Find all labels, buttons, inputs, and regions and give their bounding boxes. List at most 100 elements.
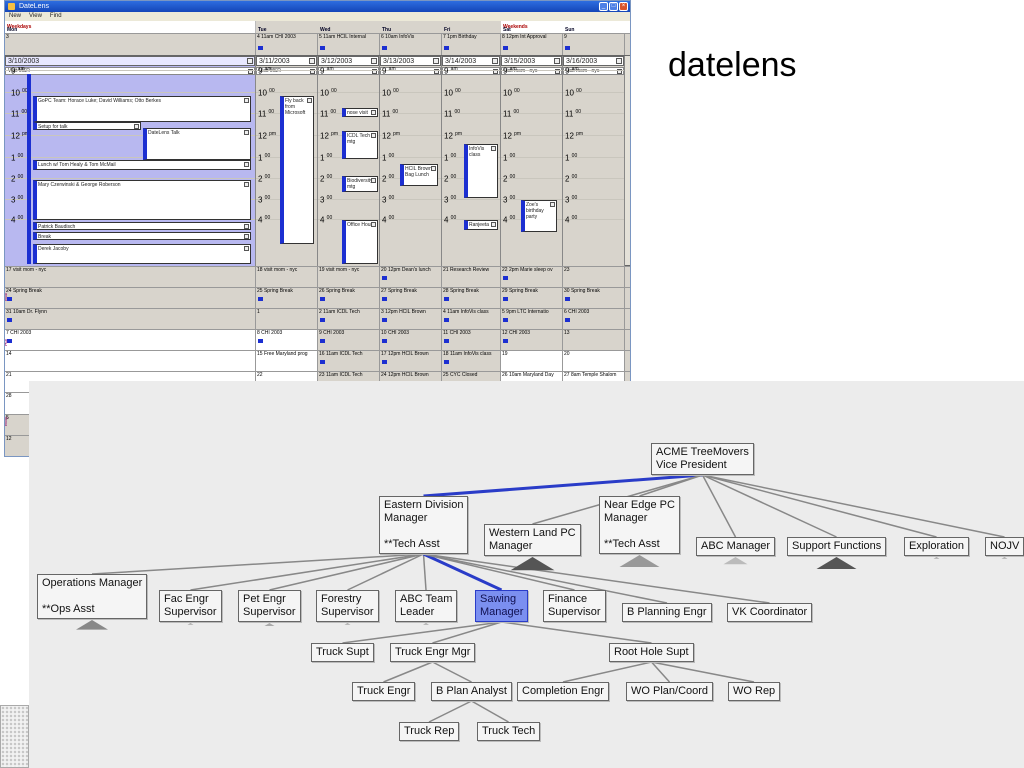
day-cell[interactable]: 18 visit mom - nyc xyxy=(256,267,318,287)
day-header[interactable]: Wed xyxy=(320,27,331,33)
expand-toggle[interactable] xyxy=(493,69,498,74)
tree-node-vk[interactable]: VK Coordinator xyxy=(727,603,813,622)
day-cell[interactable]: 18 11am InfoVis class xyxy=(442,351,501,371)
day-cell[interactable]: 15 Free Maryland prog xyxy=(256,351,318,371)
event-expand-toggle[interactable] xyxy=(244,130,249,135)
day-cell[interactable]: 23 xyxy=(563,267,625,287)
collapsed-subtree-indicator[interactable] xyxy=(423,623,429,625)
day-cell[interactable]: 9 CHI 2003 xyxy=(318,330,380,350)
tree-node-abc-mgr[interactable]: ABC Manager xyxy=(696,537,776,556)
close-button[interactable]: × xyxy=(619,2,628,11)
tree-node-bplan-analyst[interactable]: B Plan Analyst xyxy=(431,682,512,701)
day-cell[interactable]: 3 12pm HCIL Brown xyxy=(380,309,442,329)
collapsed-subtree-indicator[interactable] xyxy=(619,555,660,567)
tree-node-abc-team[interactable]: ABC Team Leader xyxy=(395,590,458,622)
day-date-header[interactable]: 3/14/2003 xyxy=(442,56,500,66)
event-expand-toggle[interactable] xyxy=(371,110,376,115)
day-cell[interactable]: 19 visit mom - nyc xyxy=(318,267,380,287)
calendar-event[interactable]: GoPC Team: Horace Luke; David Williams; … xyxy=(33,96,251,122)
day-cell[interactable]: 7 1pm Birthday xyxy=(442,34,501,55)
event-expand-toggle[interactable] xyxy=(371,178,376,183)
event-expand-toggle[interactable] xyxy=(244,234,249,239)
day-cell[interactable]: 17 visit mom - nyc xyxy=(5,267,256,287)
collapsed-subtree-indicator[interactable] xyxy=(723,557,748,565)
day-date-header[interactable]: 3/12/2003 xyxy=(318,56,379,66)
weekdays-header[interactable]: Weekdays xyxy=(5,21,256,33)
event-expand-toggle[interactable] xyxy=(244,224,249,229)
day-cell[interactable]: 8 CHI 2003 xyxy=(256,330,318,350)
tree-node-western[interactable]: Western Land PC Manager xyxy=(484,524,581,556)
calendar-event[interactable]: Break xyxy=(33,232,251,240)
maximize-button[interactable]: □ xyxy=(609,2,618,11)
event-expand-toggle[interactable] xyxy=(134,124,139,129)
calendar-event[interactable]: nose visit xyxy=(342,108,378,117)
expand-toggle[interactable] xyxy=(371,58,377,64)
day-cell[interactable]: 13 xyxy=(563,330,625,350)
tree-node-root-hole[interactable]: Root Hole Supt xyxy=(609,643,694,662)
day-cell[interactable]: 12 CHI 2003 xyxy=(501,330,563,350)
day-cell[interactable]: 10 CHI 2003 xyxy=(380,330,442,350)
event-expand-toggle[interactable] xyxy=(431,166,436,171)
day-allday-event[interactable] xyxy=(442,67,500,75)
day-header[interactable]: Thu xyxy=(382,27,392,33)
tree-node-exploration[interactable]: Exploration xyxy=(904,537,970,556)
expand-toggle[interactable] xyxy=(372,69,377,74)
day-cell[interactable]: 25 Spring Break xyxy=(256,288,318,308)
day-cell[interactable]: 8 12pm Int Approval xyxy=(501,34,563,55)
day-cell[interactable]: 4 11am CHI 2003 xyxy=(256,34,318,55)
tree-node-truck-engr-mgr[interactable]: Truck Engr Mgr xyxy=(390,643,476,662)
day-cell[interactable]: 7 CHI 2003 xyxy=(5,330,256,350)
tree-node-truck-tech[interactable]: Truck Tech xyxy=(477,722,541,741)
expand-toggle[interactable] xyxy=(247,58,253,64)
calendar-event[interactable]: Fly back from Microsoft xyxy=(280,96,314,244)
tree-node-root[interactable]: ACME TreeMovers Vice President xyxy=(651,443,754,475)
day-header[interactable]: Mon xyxy=(7,27,18,33)
weekends-header[interactable]: Weekends xyxy=(501,21,630,33)
calendar-event[interactable]: Office Hours xyxy=(342,220,378,264)
tree-node-nojv[interactable]: NOJV xyxy=(985,537,1024,556)
day-cell[interactable]: 19 xyxy=(501,351,563,371)
day-cell[interactable]: 2 11am ICDL Tech xyxy=(318,309,380,329)
day-cell[interactable]: 24 Spring Break xyxy=(5,288,256,308)
collapsed-subtree-indicator[interactable] xyxy=(264,623,275,626)
calendar-event[interactable]: ICDL Tech mtg xyxy=(342,131,378,159)
day-cell[interactable]: 1 xyxy=(256,309,318,329)
day-cell[interactable]: 14 xyxy=(5,351,256,371)
calendar-event[interactable]: Derek Jacoby xyxy=(33,244,251,264)
day-allday-event[interactable]: Visit MSR xyxy=(256,67,317,75)
event-expand-toggle[interactable] xyxy=(307,98,312,103)
calendar-event[interactable]: DateLens Talk xyxy=(143,128,251,160)
collapsed-subtree-indicator[interactable] xyxy=(187,623,194,625)
day-header[interactable]: Sun xyxy=(565,27,575,33)
calendar-event[interactable]: Mary Czerwinski & George Roberson xyxy=(33,180,251,220)
day-cell[interactable]: 16 11am ICDL Tech xyxy=(318,351,380,371)
day-header[interactable]: Tue xyxy=(258,27,267,33)
tree-node-eastern[interactable]: Eastern Division Manager **Tech Asst xyxy=(379,496,469,554)
expand-toggle[interactable] xyxy=(554,58,560,64)
day-allday-event[interactable]: visit mom - nyc xyxy=(563,67,624,75)
day-date-header[interactable]: 3/16/2003 xyxy=(563,56,624,66)
day-cell[interactable]: 9 xyxy=(563,34,625,55)
collapsed-subtree-indicator[interactable] xyxy=(933,557,940,559)
day-allday-event[interactable]: visit mom - nyc xyxy=(501,67,562,75)
tree-node-completion[interactable]: Completion Engr xyxy=(517,682,609,701)
tree-node-finance[interactable]: Finance Supervisor xyxy=(543,590,606,622)
tree-node-truck-supt[interactable]: Truck Supt xyxy=(311,643,374,662)
event-expand-toggle[interactable] xyxy=(244,246,249,251)
tree-node-forestry[interactable]: Forestry Supervisor xyxy=(316,590,379,622)
menu-find[interactable]: Find xyxy=(49,13,62,19)
collapsed-subtree-indicator[interactable] xyxy=(816,557,857,569)
tree-node-nearedge[interactable]: Near Edge PC Manager **Tech Asst xyxy=(599,496,680,554)
calendar-event[interactable]: Patrick Baudisch xyxy=(33,222,251,230)
tree-node-truck-engr[interactable]: Truck Engr xyxy=(352,682,416,701)
day-cell[interactable]: 11 CHI 2003 xyxy=(442,330,501,350)
day-header[interactable]: Sat xyxy=(503,27,511,33)
day-cell[interactable]: 29 Spring Break xyxy=(501,288,563,308)
tree-node-sawing[interactable]: Sawing Manager xyxy=(475,590,529,622)
day-header[interactable]: Fri xyxy=(444,27,451,33)
tree-node-pet[interactable]: Pet Engr Supervisor xyxy=(238,590,301,622)
calendar-event[interactable]: HCIL Brown Bag Lunch xyxy=(400,164,438,186)
tree-node-truck-rep[interactable]: Truck Rep xyxy=(399,722,460,741)
day-cell[interactable]: 5 9pm LTC Internatio xyxy=(501,309,563,329)
calendar-event[interactable]: InfoVis class xyxy=(464,144,498,198)
